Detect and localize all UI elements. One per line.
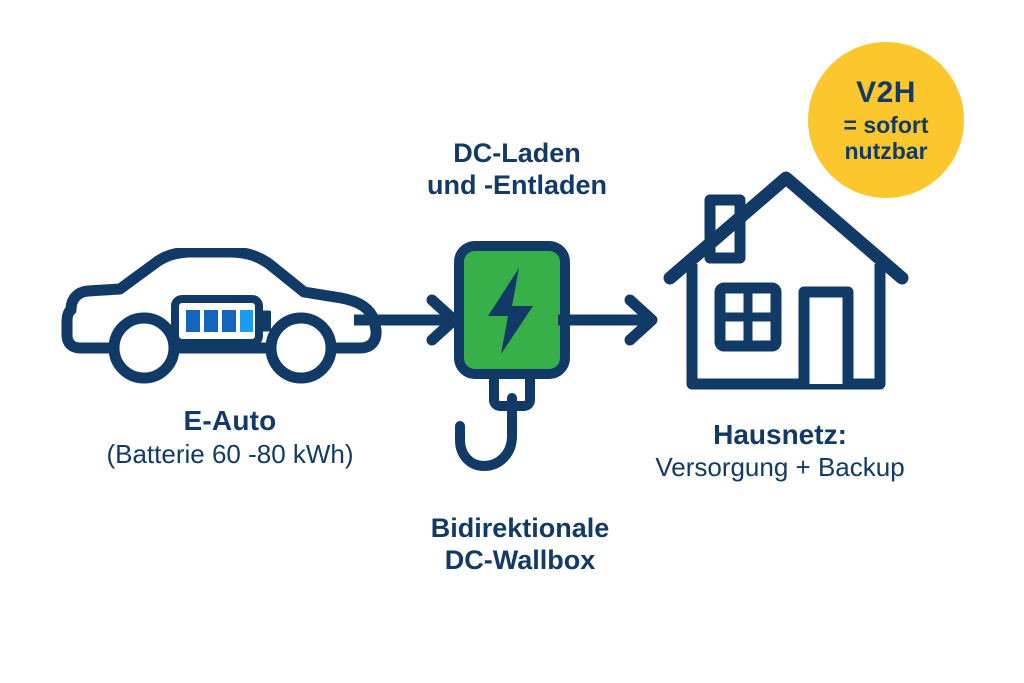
battery-icon	[171, 295, 271, 347]
label-e-auto: E-Auto (Batterie 60 -80 kWh)	[55, 404, 405, 470]
label-dc-laden-line2: und -Entladen	[427, 169, 607, 200]
v2h-badge-line2: = sofort	[843, 111, 929, 138]
label-wallbox: Bidirektionale DC-Wallbox	[378, 513, 662, 577]
house-roof	[663, 171, 909, 285]
wallbox-svg	[454, 241, 570, 472]
label-wallbox-line1: Bidirektionale	[430, 513, 610, 543]
v2h-badge-line3: nutzbar	[844, 137, 928, 164]
lightning-bolt-icon	[488, 268, 533, 354]
battery-bar-1	[186, 310, 200, 332]
label-e-auto-battery: (Batterie 60 -80 kWh)	[106, 439, 354, 470]
label-hausnetz: Hausnetz: Versorgung + Backup	[598, 418, 962, 483]
label-wallbox-line2: DC-Wallbox	[444, 544, 596, 575]
battery-bar-4	[240, 310, 253, 332]
wallbox-icon	[452, 240, 572, 490]
house-door	[798, 286, 854, 384]
battery-bar-2	[204, 310, 218, 332]
label-dc-laden: DC-Laden und -Entladen	[372, 138, 662, 202]
v2h-badge-title: V2H	[856, 76, 916, 110]
battery-terminal	[260, 310, 271, 332]
car-wheel-rear	[265, 312, 337, 384]
house-walls	[686, 264, 886, 390]
house-window-mullions	[724, 292, 772, 342]
label-dc-laden-line1: DC-Laden	[453, 138, 581, 168]
label-hausnetz-title: Hausnetz:	[713, 419, 847, 450]
house-svg	[663, 171, 909, 390]
battery-bar-3	[222, 310, 236, 332]
label-hausnetz-detail: Versorgung + Backup	[655, 452, 905, 483]
house-icon	[662, 166, 910, 396]
battery-svg	[171, 295, 271, 347]
arrow-2-svg	[558, 294, 658, 346]
v2h-badge: V2H = sofort nutzbar	[808, 42, 964, 198]
car-wheel-front	[108, 312, 180, 384]
arrow-2-head	[624, 294, 658, 346]
wallbox-cable-hook	[455, 393, 517, 472]
arrow-wallbox-to-house	[556, 292, 676, 348]
label-e-auto-title: E-Auto	[183, 405, 277, 436]
